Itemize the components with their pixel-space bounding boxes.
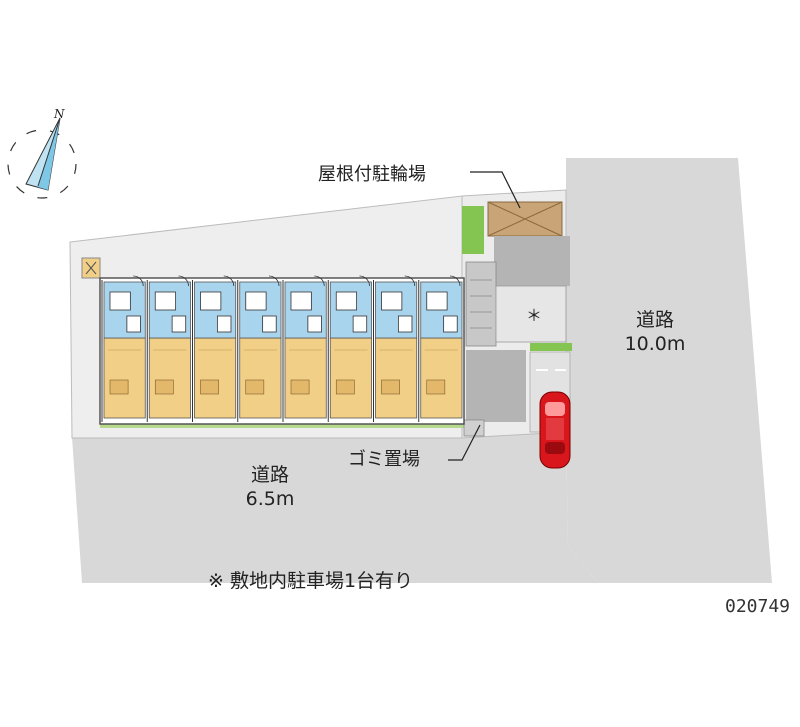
apartment-unit — [418, 275, 463, 422]
paving-walkway — [466, 350, 526, 422]
garbage-area-label: ゴミ置場 — [348, 449, 420, 470]
stair-landing — [465, 261, 497, 347]
road-right-width: 10.0m — [624, 333, 686, 355]
north-label: N — [54, 107, 65, 121]
road-bottom-width: 6.5m — [245, 488, 295, 510]
property-code: 020749 — [725, 596, 791, 617]
parking-note: ※ 敷地内駐車場1台有り — [208, 570, 414, 592]
garbage-area — [463, 419, 485, 437]
parking-mark: ＊ — [526, 306, 543, 325]
hedge-entrance — [530, 343, 572, 351]
road-right-label: 道路 10.0m — [600, 308, 710, 356]
paving-north — [494, 236, 570, 286]
apartment-unit — [192, 275, 237, 422]
bicycle-parking-leader — [470, 171, 521, 209]
apartment-unit — [373, 275, 418, 422]
apartment-units — [101, 275, 463, 422]
car-icon — [539, 391, 571, 469]
garbage-leader — [448, 424, 481, 461]
compass-icon — [7, 117, 77, 199]
bicycle-parking-label: 屋根付駐輪場 — [318, 164, 426, 185]
apartment-unit — [101, 275, 146, 422]
apartment-unit — [282, 275, 327, 422]
entrance-area — [495, 285, 567, 343]
road-right-name: 道路 — [635, 309, 674, 331]
apartment-unit — [237, 275, 282, 422]
apartment-unit — [327, 275, 372, 422]
hedge-west — [462, 206, 484, 254]
road-bottom-name: 道路 — [250, 464, 289, 486]
hedge-bottom — [100, 422, 464, 428]
road-right-area — [566, 158, 772, 583]
apartment-unit — [146, 275, 191, 422]
road-bottom-label: 道路 6.5m — [220, 463, 320, 511]
road-bottom-area — [72, 432, 598, 583]
